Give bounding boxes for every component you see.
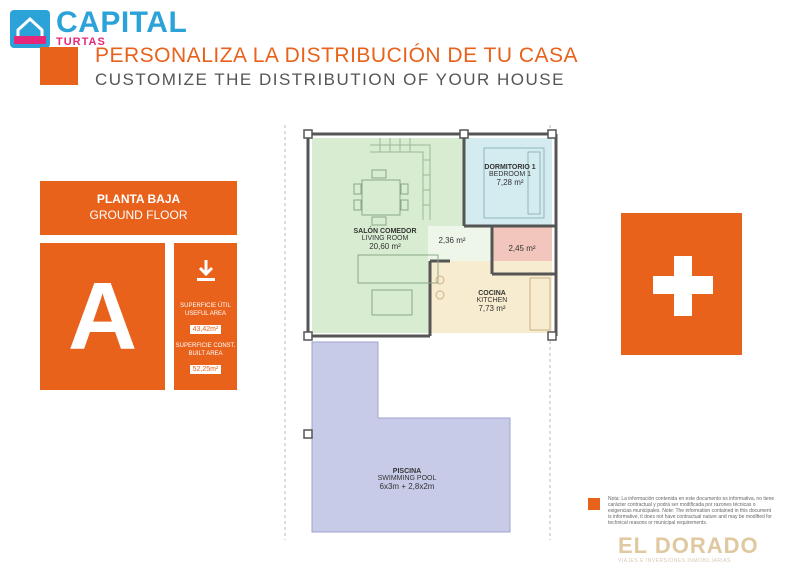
pool-dims: 6x3m + 2,8x2m [379,482,435,491]
floor-letter: A [40,243,165,390]
hall-area: 2,36 m² [438,236,466,245]
living-room-sub: LIVING ROOM [361,235,409,242]
living-room-name: SALÓN COMEDOR [353,228,417,235]
watermark-sub: VIAJES E INVERSIONES INMOBILIARIAS [618,558,731,564]
watermark-logo: EL DORADO [618,533,759,558]
useful-area-label-en: USEFUL AREA [184,311,227,317]
bedroom [464,138,552,226]
built-area-label-es: SUPERFICIE CONST. [175,343,236,349]
living-room-label: SALÓN COMEDOR LIVING ROOM 20,60 m² [335,228,435,251]
floor-name-en: GROUND FLOOR [89,208,188,222]
pool-name: PISCINA [392,468,422,475]
pool-label: PISCINA SWIMMING POOL 6x3m + 2,8x2m [352,468,462,491]
kitchen-label: COCINA KITCHEN 7,73 m² [462,290,522,313]
note-accent-square [588,498,600,510]
bedroom-area: 7,28 m² [496,178,524,187]
hall [428,226,492,261]
useful-area-value: 43,42m² [189,325,222,334]
pool-sub: SWIMMING POOL [377,475,437,482]
header-accent-square [40,47,78,85]
bath-area: 2,45 m² [508,244,536,253]
brand-name: CAPITAL [56,6,188,39]
built-area-value: 52,25m² [189,365,222,374]
living-room-area: 20,60 m² [369,242,401,251]
area-panel: SUPERFICIE ÚTIL USEFUL AREA 43,42m² SUPE… [174,243,237,390]
kitchen-name: COCINA [478,290,506,297]
brand-sub: TURTAS [56,36,106,48]
floor-label: PLANTA BAJA GROUND FLOOR [40,181,237,235]
bath-label: 2,45 m² [500,244,544,253]
bedroom-label: DORMITORIO 1 BEDROOM 1 7,28 m² [470,164,550,187]
built-area-label-en: BUILT AREA [188,351,223,357]
kitchen-sub: KITCHEN [476,297,508,304]
bedroom-name: DORMITORIO 1 [484,164,536,171]
floor-plan [284,125,558,540]
brand-logo-icon [10,10,50,48]
hall-label: 2,36 m² [432,236,472,245]
plus-icon-bar[interactable] [653,276,713,294]
bedroom-sub: BEDROOM 1 [488,171,531,178]
download-icon [174,257,237,290]
page-title-es: PERSONALIZA LA DISTRIBUCIÓN DE TU CASA [95,44,579,67]
swimming-pool [311,341,511,533]
floor-name-es: PLANTA BAJA [96,192,181,206]
disclaimer-note: Nota: La información contenida en este d… [608,496,775,526]
kitchen-area: 7,73 m² [478,304,506,313]
useful-area-label-es: SUPERFICIE ÚTIL [180,303,231,309]
page-title-en: CUSTOMIZE THE DISTRIBUTION OF YOUR HOUSE [95,70,565,89]
